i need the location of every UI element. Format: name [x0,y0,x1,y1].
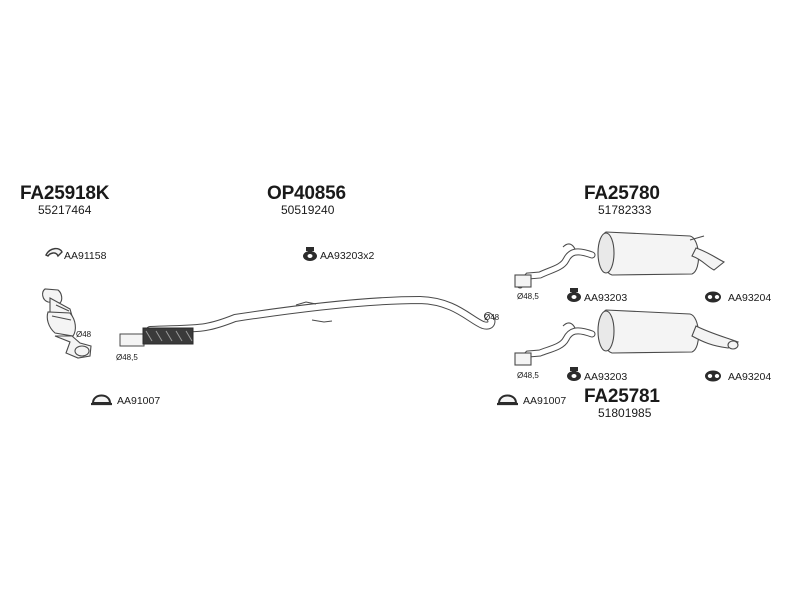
accessory-label: AA93203 [584,371,628,383]
oem-number-catalytic: 55217464 [38,203,92,217]
diameter-label: Ø48,5 [116,353,138,362]
accessory-label: AA93203x2 [320,250,375,262]
gasket-clamp-icon[interactable] [497,394,518,406]
oem-number-rear-silencer-upper: 51782333 [598,203,652,217]
part-code-middle-pipe: OP40856 [267,183,346,204]
rubber-mount-icon[interactable] [303,247,317,261]
oem-number-rear-silencer-lower: 51801985 [598,406,652,420]
accessory-label: AA93204 [728,371,772,383]
rubber-mount-icon[interactable] [567,367,581,381]
accessory-label: AA93203 [584,292,628,304]
diameter-label: Ø48 [76,330,92,339]
middle-pipe-part[interactable] [119,295,496,347]
diameter-label: Ø48,5 [517,371,539,380]
part-code-catalytic: FA25918K [20,183,110,204]
accessory-label: AA91158 [64,250,107,262]
accessory-label: AA93204 [728,292,772,304]
oem-number-middle-pipe: 50519240 [281,203,335,217]
accessory-label: AA91007 [117,395,161,407]
accessory-label: AA91007 [523,395,567,407]
diameter-label: Ø48 [484,313,500,322]
rubber-ring-icon[interactable] [705,291,721,303]
rubber-ring-icon[interactable] [705,370,721,382]
rubber-mount-icon[interactable] [567,288,581,302]
diameter-label: Ø48,5 [517,292,539,301]
rear-silencer-upper-part[interactable] [514,231,726,289]
part-code-rear-silencer-lower: FA25781 [584,386,660,407]
part-code-rear-silencer-upper: FA25780 [584,183,660,204]
gasket-clamp-icon[interactable] [91,394,112,406]
rear-silencer-lower-part[interactable] [514,309,740,366]
catalytic-converter-part[interactable] [42,288,92,359]
clamp-icon[interactable] [45,247,63,258]
